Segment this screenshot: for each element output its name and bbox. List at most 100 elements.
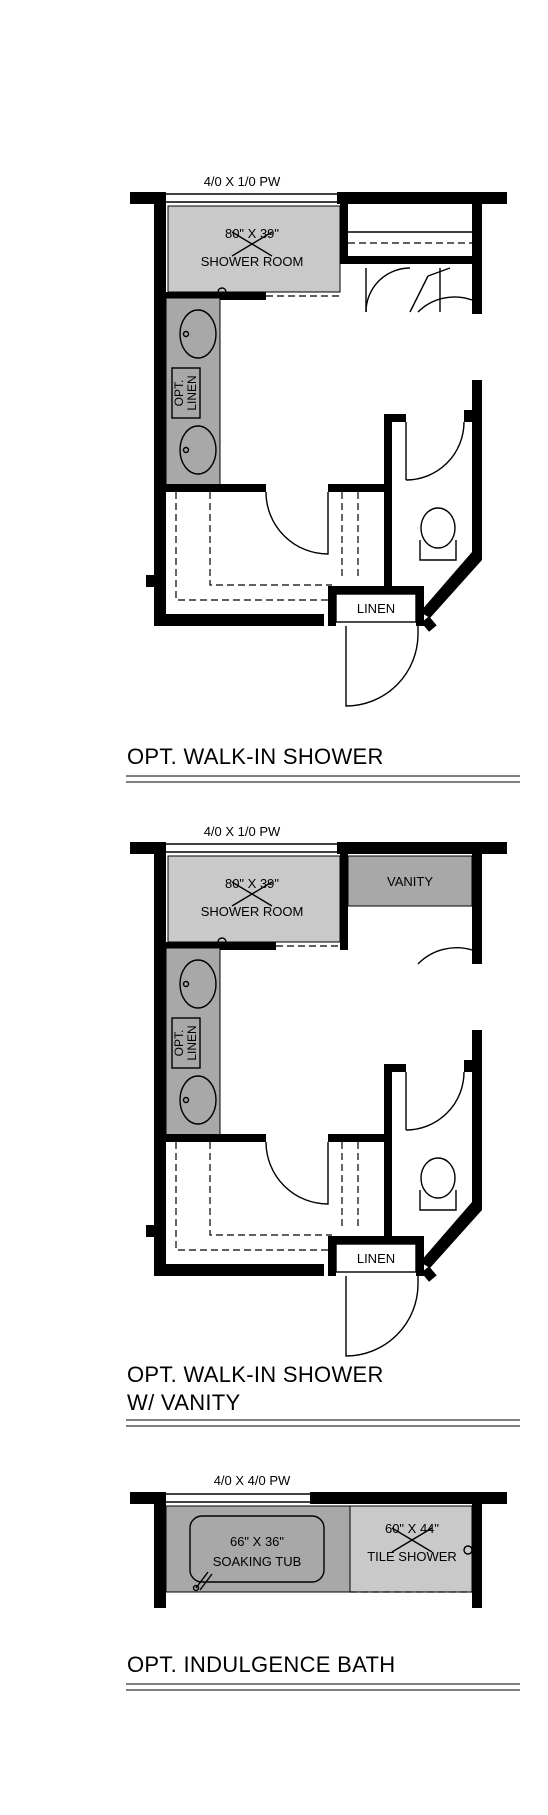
window-label: 4/0 X 1/0 PW [204,174,281,189]
door-swing [265,491,329,555]
opt-linen-box [171,367,201,419]
wall [154,854,166,1276]
wall [340,854,348,950]
opt-linen-box [171,1017,201,1069]
opt-linen-label: OPT. [172,380,186,407]
plan-walk-in-shower: 4/0 X 1/0 PW 80" X 39" SHOWER ROOM [126,174,520,783]
toilet-door-swing [405,1071,465,1131]
wall [472,1030,482,1205]
wall [154,1504,166,1608]
linen-closet [335,1243,417,1273]
tub-deck [165,1505,351,1593]
vanity-label: VANITY [387,874,433,889]
shower-room [167,855,341,943]
wall [166,1134,266,1142]
shower-valve [217,287,227,297]
window-label: 4/0 X 4/0 PW [214,1473,291,1488]
wall [421,1266,437,1282]
closet-door-swing [365,267,411,313]
sink [179,1075,217,1125]
plan-indulgence-bath: 4/0 X 4/0 PW 66" X 36" SOAKING TUB 60" X… [126,1473,520,1691]
wall [472,1504,482,1608]
wall [472,204,482,314]
soaking-tub [189,1515,325,1583]
wall [328,586,336,626]
sink [179,425,217,475]
wall [328,1134,392,1142]
drain-mark [231,231,273,257]
wall [416,1236,424,1276]
wall [154,614,324,626]
faucet [182,330,190,338]
linen-closet [335,593,417,623]
closet-door-swing [417,296,473,313]
wall [421,616,437,632]
shower-valve [217,937,227,947]
wall [328,1236,424,1244]
wall [166,484,266,492]
opt-linen-label: LINEN [185,1025,199,1060]
shower-size: 60" X 44" [385,1521,439,1536]
sink [179,959,217,1009]
wall [384,414,392,492]
shower-label: SHOWER ROOM [201,254,304,269]
toilet-tank [419,1190,457,1211]
toilet-bowl [420,507,456,549]
plan-title: OPT. INDULGENCE BATH [127,1652,395,1677]
wall [328,586,424,594]
wall [328,1236,336,1276]
vanity [347,855,473,907]
plan-title: OPT. WALK-IN SHOWER [127,1362,384,1387]
wall [348,256,472,264]
wall [464,410,472,422]
faucet [182,980,190,988]
wall [154,204,166,626]
shower-size: 80" X 39" [225,226,279,241]
wall [154,1264,324,1276]
wall [416,586,424,626]
wall [464,1060,472,1072]
drain-mark [231,881,273,907]
plan-title: OPT. WALK-IN SHOWER [127,744,384,769]
wall [146,575,154,587]
wall [146,1225,154,1237]
wall [472,854,482,964]
closet-door-swing [417,947,473,965]
plan-walk-in-shower-vanity: 4/0 X 1/0 PW 80" X 39" SHOWER ROOM VANIT… [126,824,520,1427]
shower-room [167,205,341,293]
entry-door-swing [345,1276,419,1357]
toilet-door-swing [405,421,465,481]
toilet-tank [419,540,457,561]
wall [420,552,482,618]
shower-curb [209,492,332,586]
linen-label: LINEN [357,601,395,616]
wall [166,292,266,300]
wall [420,1202,482,1268]
closet-door [409,267,451,313]
plan-title-line2: W/ VANITY [127,1390,241,1415]
shower-curb [175,1142,332,1251]
shower-size: 80" X 39" [225,876,279,891]
wall [384,1064,392,1142]
wall-jamb [365,268,441,312]
tub-drain [192,1584,200,1592]
door-swing [265,1141,329,1205]
linen-label: LINEN [357,1251,395,1266]
wall [130,1492,166,1504]
shower-valve [463,1545,473,1555]
double-vanity [165,947,221,1137]
wall [384,1064,406,1072]
tub-label: SOAKING TUB [213,1554,302,1569]
tub-faucet [195,1571,213,1591]
wall [340,204,348,264]
opt-linen-label: LINEN [185,375,199,410]
wall [337,192,507,204]
shower-curb [209,1142,332,1236]
wall [337,842,507,854]
opt-linen-label: OPT. [172,1030,186,1057]
toilet-bowl [420,1157,456,1199]
tub-size: 66" X 36" [230,1534,284,1549]
entry-door-swing [345,626,419,707]
window-label: 4/0 X 1/0 PW [204,824,281,839]
